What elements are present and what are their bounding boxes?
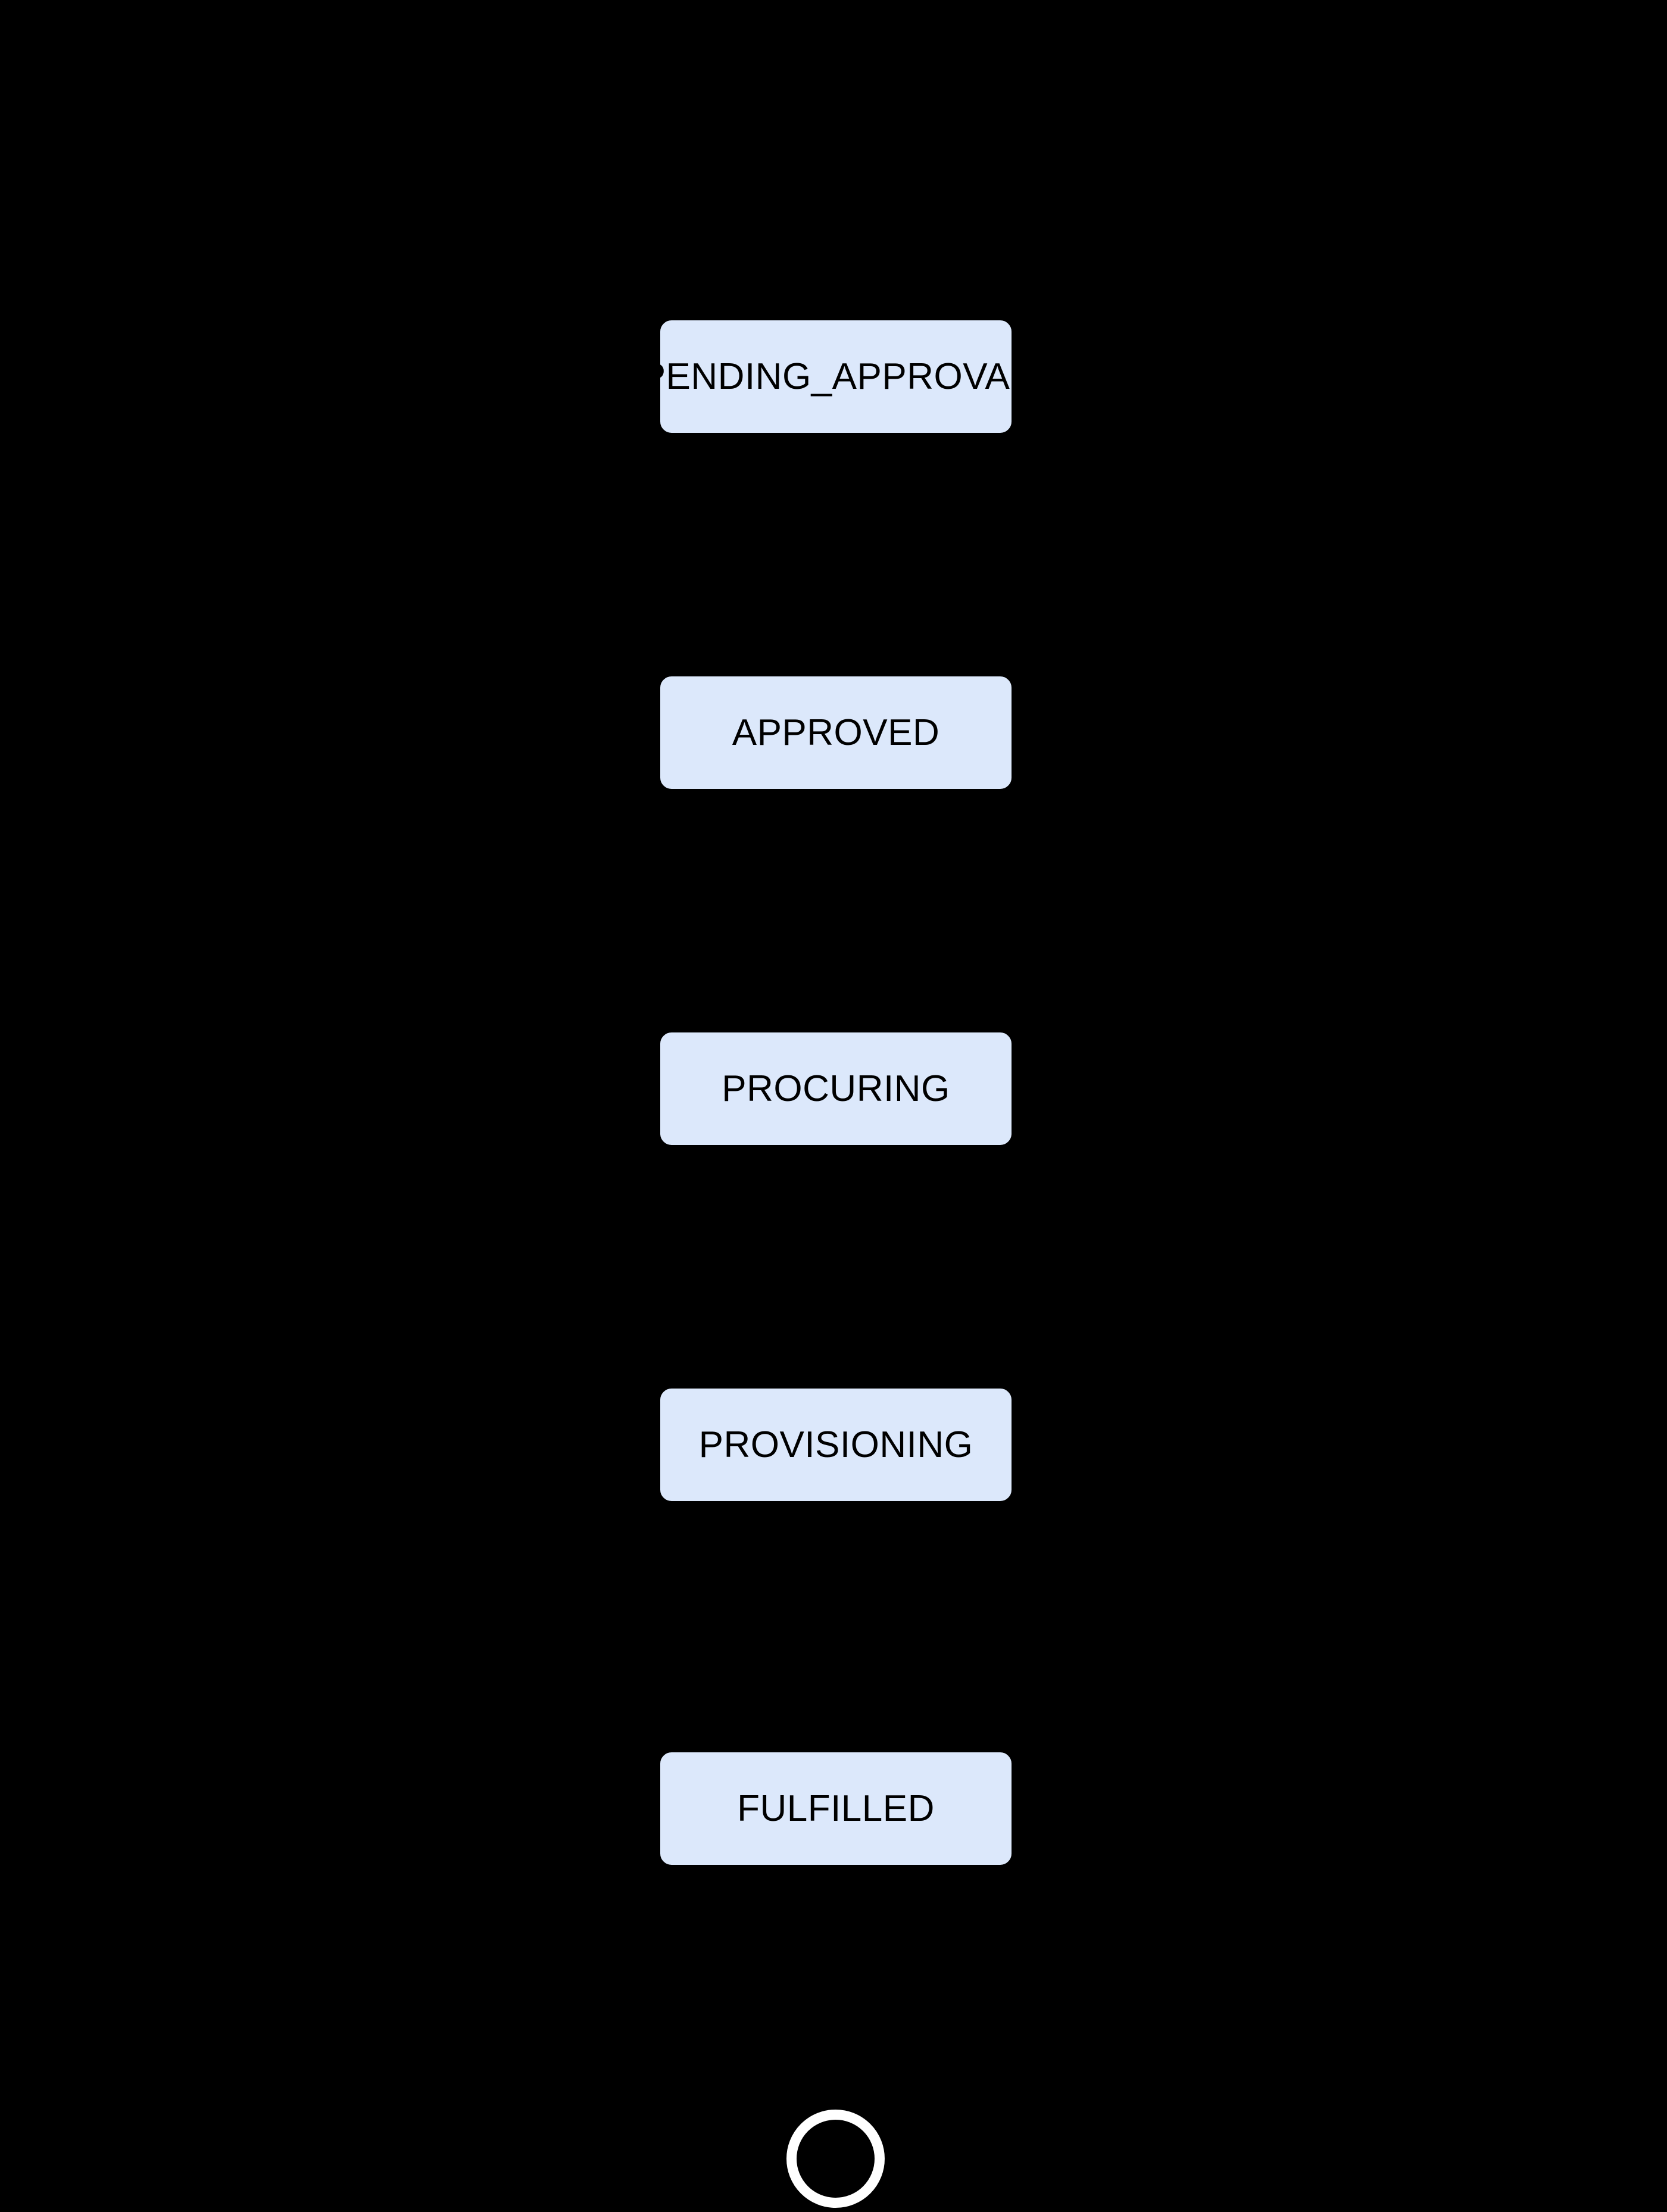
state-node-pending-approval[interactable]: PENDING_APPROVAL: [641, 320, 1031, 433]
state-label: PENDING_APPROVAL: [641, 355, 1031, 397]
edge-fulfilled-to-end-state: [820, 1865, 851, 2107]
state-label: APPROVED: [732, 712, 940, 753]
state-label: FULFILLED: [737, 1787, 935, 1829]
state-label: PROVISIONING: [698, 1424, 973, 1465]
state-node-approved[interactable]: APPROVED: [660, 676, 1012, 790]
state-node-procuring[interactable]: PROCURING: [660, 1032, 1012, 1146]
state-node-provisioning[interactable]: PROVISIONING: [660, 1388, 1012, 1502]
state-label: PROCURING: [722, 1068, 950, 1109]
end-state-marker[interactable]: [786, 2109, 885, 2208]
state-node-fulfilled[interactable]: FULFILLED: [660, 1752, 1012, 1865]
